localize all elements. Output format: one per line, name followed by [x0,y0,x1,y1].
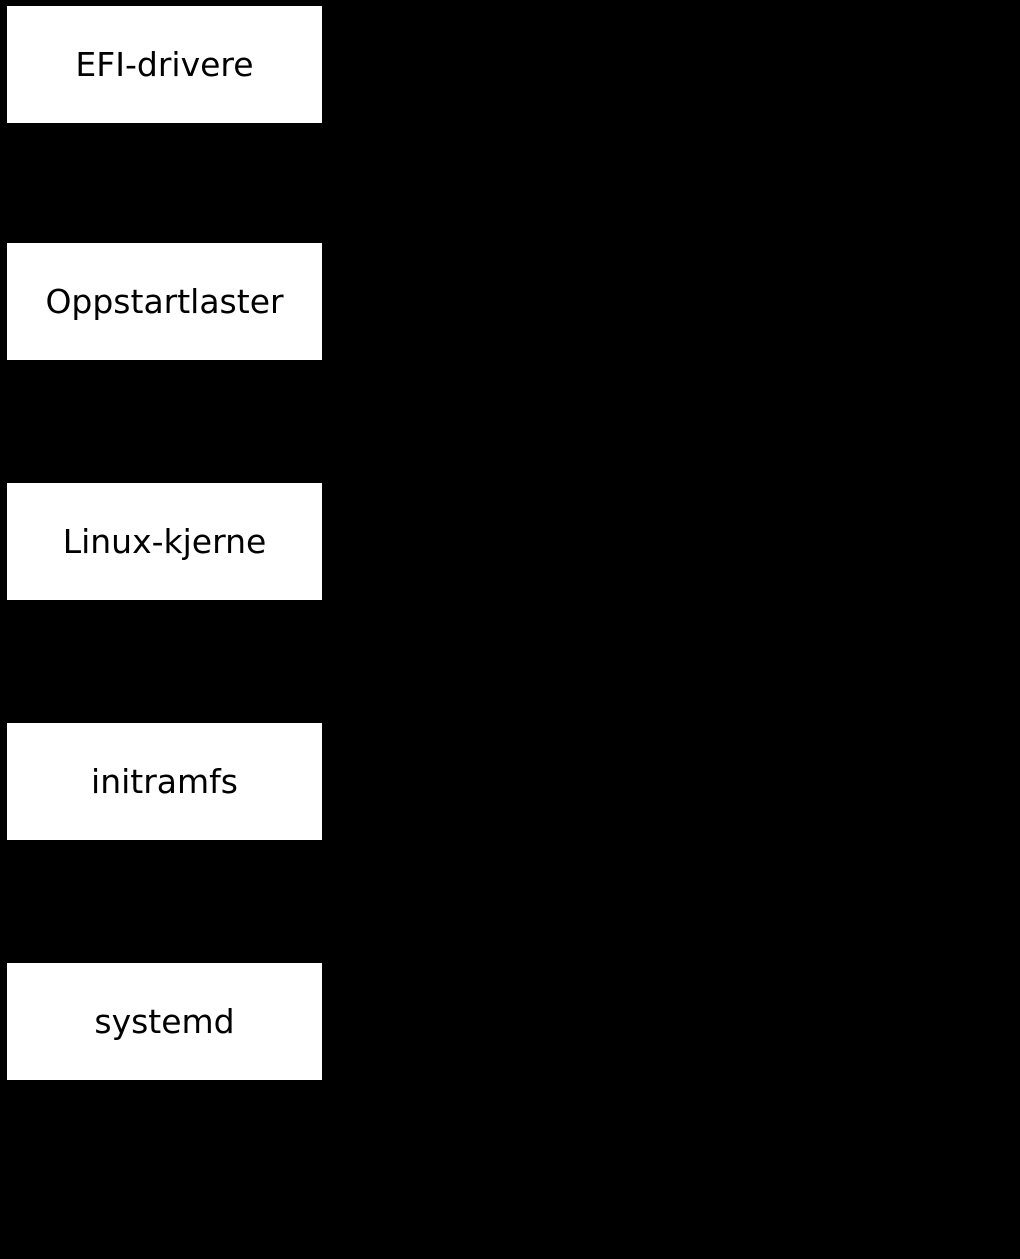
diagram-node-efi-drivere[interactable]: EFI-drivere [7,6,322,123]
diagram-node-label: Oppstartlaster [45,282,284,321]
diagram-node-initramfs[interactable]: initramfs [7,723,322,840]
diagram-node-label: initramfs [91,762,238,801]
diagram-node-linux-kjerne[interactable]: Linux-kjerne [7,483,322,600]
diagram-node-label: systemd [94,1002,235,1041]
diagram-node-label: EFI-drivere [75,45,254,84]
diagram-node-oppstartlaster[interactable]: Oppstartlaster [7,243,322,360]
diagram-node-label: Linux-kjerne [62,522,267,561]
diagram-node-systemd[interactable]: systemd [7,963,322,1080]
